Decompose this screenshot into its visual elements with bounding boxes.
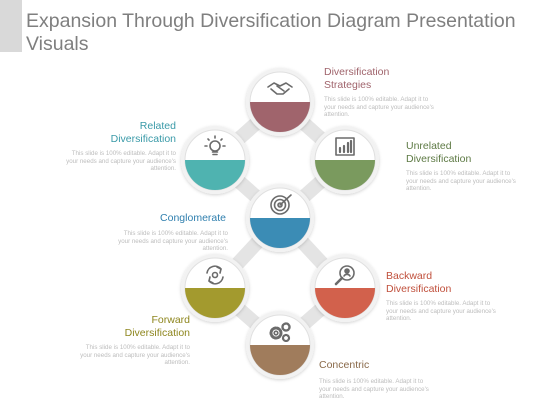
gears-icon	[269, 322, 291, 343]
node-fill	[185, 160, 245, 190]
cycle-gear-icon	[206, 265, 224, 285]
node-desc-backward-diversification: This slide is 100% editable. Adapt it to…	[386, 300, 496, 323]
node-fill	[185, 288, 245, 318]
node-desc-conglomerate: This slide is 100% editable. Adapt it to…	[118, 230, 228, 253]
node-fill	[315, 288, 375, 318]
bar-chart-icon	[335, 137, 355, 156]
node-backward-diversification	[311, 254, 379, 322]
node-desc-diversification-strategies: This slide is 100% editable. Adapt it to…	[324, 96, 434, 119]
handshake-icon	[267, 82, 293, 95]
page-title: Expansion Through Diversification Diagra…	[26, 10, 516, 55]
node-unrelated-diversification	[311, 126, 379, 194]
node-label-forward-diversification: Forward Diversification	[124, 314, 190, 339]
node-label-diversification-strategies: Diversification Strategies	[324, 66, 390, 91]
node-fill	[315, 160, 375, 190]
node-label-unrelated-diversification: Unrelated Diversification	[406, 140, 472, 165]
node-fill	[250, 345, 310, 375]
magnifier-icon	[334, 265, 355, 286]
node-conglomerate	[246, 184, 314, 252]
node-forward-diversification	[181, 254, 249, 322]
node-fill	[250, 102, 310, 132]
lightbulb-icon	[204, 135, 226, 156]
node-label-backward-diversification: Backward Diversification	[386, 270, 452, 295]
node-label-conglomerate: Conglomerate	[160, 212, 226, 224]
node-desc-forward-diversification: This slide is 100% editable. Adapt it to…	[80, 344, 190, 367]
node-diversification-strategies	[246, 68, 314, 136]
node-label-related-diversification: Related Diversification	[110, 120, 176, 145]
node-concentric	[246, 311, 314, 379]
node-label-concentric: Concentric	[319, 359, 370, 371]
node-related-diversification	[181, 126, 249, 194]
node-desc-related-diversification: This slide is 100% editable. Adapt it to…	[66, 150, 176, 173]
node-fill	[250, 218, 310, 248]
node-desc-concentric: This slide is 100% editable. Adapt it to…	[319, 378, 429, 401]
title-accent-bar	[0, 0, 22, 52]
target-icon	[270, 194, 292, 215]
node-desc-unrelated-diversification: This slide is 100% editable. Adapt it to…	[406, 170, 516, 193]
